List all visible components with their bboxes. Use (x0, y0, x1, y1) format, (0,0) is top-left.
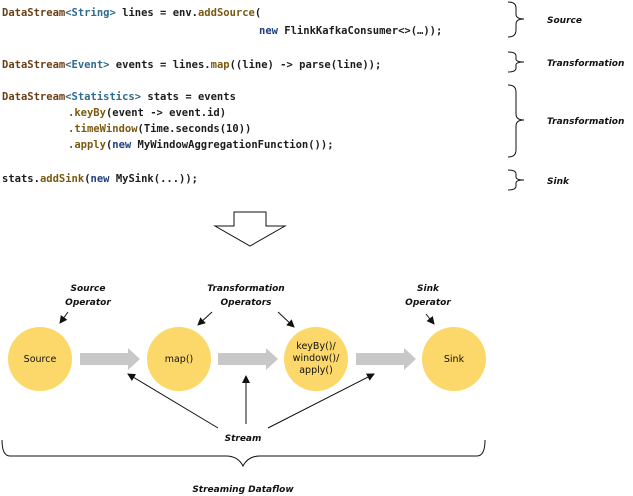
code-block: DataStream<String> lines = env.addSource… (2, 7, 442, 185)
operator-label-source-1: Source (71, 284, 106, 294)
node-map (147, 327, 211, 391)
code-line-4: DataStream<Statistics> stats = events (2, 91, 236, 103)
brace-transformation-1 (507, 51, 525, 73)
flow-arrow-map-keyby (218, 348, 278, 370)
node-keyby-label-3: apply() (299, 365, 333, 376)
brace-label-transformation-1: Transformation (547, 59, 624, 69)
code-line-1: DataStream<String> lines = env.addSource… (2, 7, 261, 19)
flow-arrows (80, 348, 416, 370)
node-sink-label: Sink (444, 354, 465, 365)
node-sink (422, 327, 486, 391)
code-line-2: new FlinkKafkaConsumer<>(…)); (259, 25, 442, 37)
stream-arrow-right (267, 373, 375, 429)
stream-arrow-left (127, 373, 219, 429)
brace-labels: Source Transformation Transformation Sin… (547, 16, 624, 187)
code-line-7: .apply(new MyWindowAggregationFunction()… (68, 139, 334, 151)
operator-labels: Source Operator Transformation Operators… (65, 284, 451, 308)
flow-arrow-keyby-sink (356, 348, 416, 370)
streaming-dataflow-label: Streaming Dataflow (192, 485, 294, 495)
brace-label-source: Source (547, 16, 582, 26)
bottom-brace (1, 439, 486, 468)
brace-transformation-2 (507, 84, 525, 158)
dataflow-nodes: Source map() keyBy()/ window()/ apply() … (8, 327, 486, 391)
code-line-3: DataStream<Event> events = lines.map((li… (2, 59, 381, 71)
code-braces (507, 1, 525, 191)
down-arrow-icon (213, 211, 287, 247)
node-source-label: Source (24, 354, 57, 365)
pointer-arrow-keyby (277, 311, 295, 328)
code-line-5: .keyBy(event -> event.id) (68, 107, 226, 119)
pointer-arrow-sink (425, 313, 435, 325)
pointer-arrow-map (197, 311, 213, 326)
operator-label-sink-1: Sink (417, 284, 440, 294)
node-map-label: map() (165, 354, 194, 365)
stream-label: Stream (225, 434, 262, 444)
flow-arrow-source-map (80, 348, 140, 370)
code-line-6: .timeWindow(Time.seconds(10)) (68, 123, 251, 135)
pointer-arrow-source (59, 311, 69, 324)
stream-arrows (127, 373, 375, 429)
node-source (8, 327, 72, 391)
node-keyby-label-1: keyBy()/ (296, 341, 336, 352)
brace-label-transformation-2: Transformation (547, 117, 624, 127)
brace-sink (507, 169, 525, 191)
brace-label-sink: Sink (547, 177, 570, 187)
brace-source (507, 1, 525, 38)
operator-label-transformation-2: Operators (221, 298, 273, 308)
operator-pointer-arrows (59, 311, 435, 328)
operator-label-source-2: Operator (65, 298, 111, 308)
node-keyby-window-apply (284, 327, 348, 391)
operator-label-sink-2: Operator (405, 298, 451, 308)
code-line-8: stats.addSink(new MySink(...)); (2, 173, 198, 185)
node-keyby-label-2: window()/ (293, 353, 340, 364)
operator-label-transformation-1: Transformation (207, 284, 284, 294)
